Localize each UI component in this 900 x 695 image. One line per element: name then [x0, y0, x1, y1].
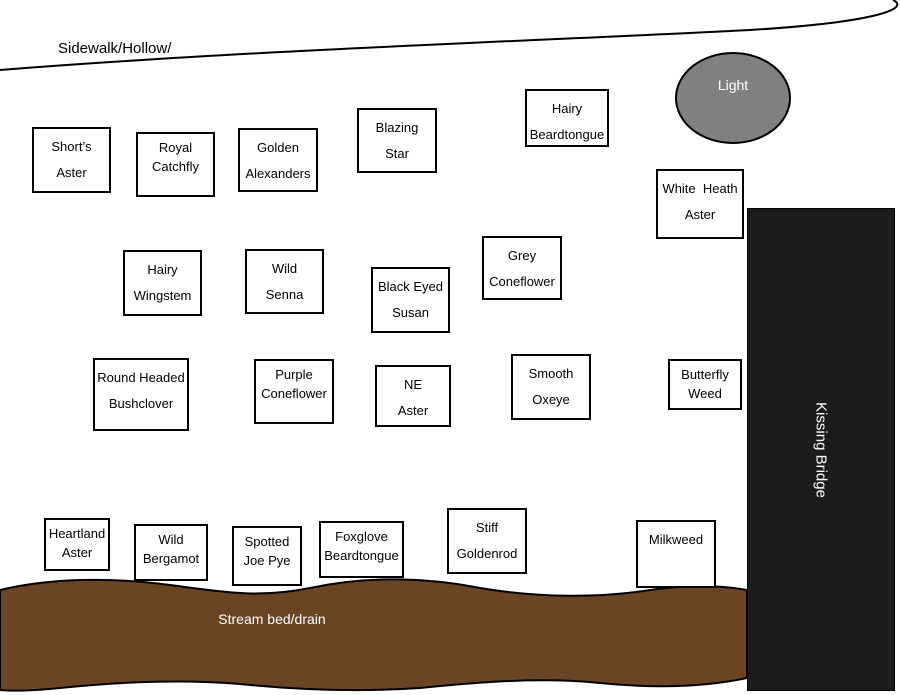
- plant-milkweed: Milkweed: [636, 520, 716, 588]
- bridge-label: Kissing Bridge: [812, 401, 830, 498]
- light-circle: [675, 52, 791, 144]
- sidewalk-label: Sidewalk/Hollow/: [58, 40, 172, 57]
- sidewalk-curve: [0, 0, 899, 71]
- kissing-bridge: Kissing Bridge: [747, 208, 895, 691]
- light-label: Light: [717, 77, 749, 93]
- stream-label: Stream bed/drain: [218, 611, 326, 627]
- stream-bed: [0, 578, 748, 692]
